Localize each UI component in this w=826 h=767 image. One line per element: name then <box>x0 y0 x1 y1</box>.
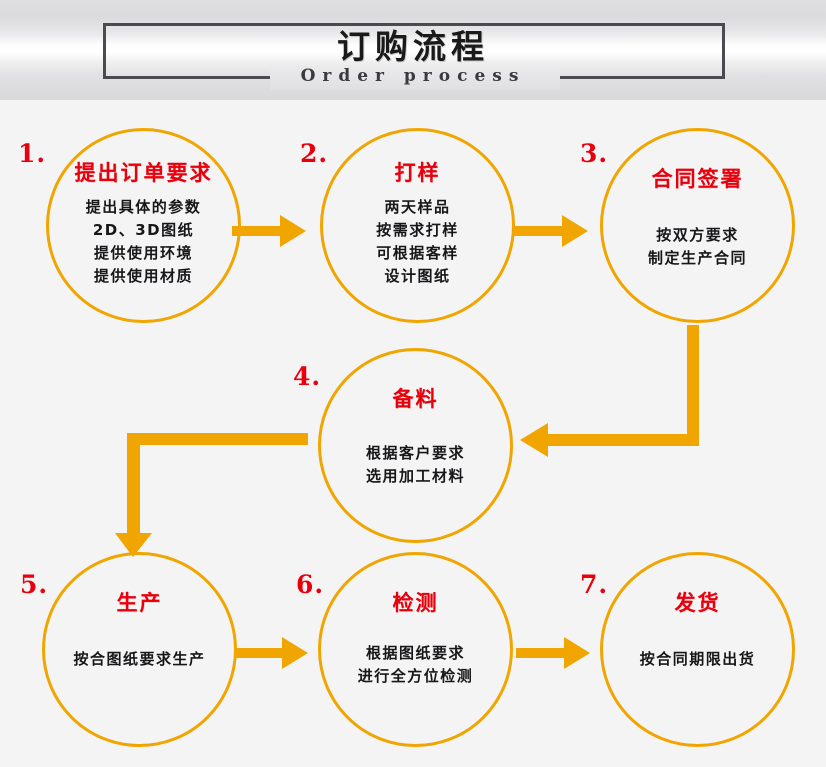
arrow-step1-to-step2 <box>232 215 306 247</box>
step-line-3-1: 按双方要求 <box>656 226 739 244</box>
step-number-3: 3. <box>580 139 609 168</box>
step-line-5-1: 按合图纸要求生产 <box>73 650 206 668</box>
step-node-7[interactable]: 发货 按合同期限出货 <box>600 552 795 747</box>
step-number-5: 5. <box>20 570 49 599</box>
step-line-6-1: 根据图纸要求 <box>365 644 465 662</box>
step-line-2-1: 两天样品 <box>384 198 451 216</box>
step-line-4-1: 根据客户要求 <box>365 444 465 462</box>
step-line-2-3: 可根据客样 <box>376 243 459 262</box>
step-title-3: 合同签署 <box>651 167 744 191</box>
step-line-4-2: 选用加工材料 <box>365 466 465 485</box>
arrow-step4-to-step5 <box>115 433 308 557</box>
step-title-4: 备料 <box>392 387 439 411</box>
step-number-7: 7. <box>580 570 609 599</box>
step-line-6-2: 进行全方位检测 <box>357 666 474 685</box>
step-number-2: 2. <box>300 139 329 168</box>
arrow-step3-to-step4 <box>520 325 699 457</box>
step-number-6: 6. <box>296 570 325 599</box>
step-node-5[interactable]: 生产 按合图纸要求生产 <box>42 552 237 747</box>
step-title-1: 提出订单要求 <box>74 161 213 185</box>
header-frame-gap <box>270 68 560 90</box>
step-node-4[interactable]: 备料 根据客户要求 选用加工材料 <box>318 348 513 543</box>
arrow-step6-to-step7 <box>516 637 590 669</box>
arrow-step2-to-step3 <box>514 215 588 247</box>
step-title-6: 检测 <box>392 591 439 615</box>
step-line-7-1: 按合同期限出货 <box>639 650 756 668</box>
step-title-7: 发货 <box>674 591 721 615</box>
step-line-1-4: 提供使用材质 <box>93 266 193 285</box>
step-number-1: 1. <box>18 139 47 168</box>
step-node-2[interactable]: 打样 两天样品 按需求打样 可根据客样 设计图纸 <box>320 128 515 323</box>
step-line-2-2: 按需求打样 <box>376 220 459 239</box>
arrow-step5-to-step6 <box>234 637 308 669</box>
page-subtitle: Order process <box>300 66 526 86</box>
page-title: 订购流程 <box>337 27 489 66</box>
step-line-2-4: 设计图纸 <box>384 266 451 285</box>
step-title-2: 打样 <box>394 161 441 185</box>
step-title-5: 生产 <box>116 591 163 615</box>
step-line-1-2: 2D、3D图纸 <box>92 220 195 239</box>
step-line-1-1: 提出具体的参数 <box>85 198 202 216</box>
step-node-1[interactable]: 提出订单要求 提出具体的参数 2D、3D图纸 提供使用环境 提供使用材质 <box>46 128 241 323</box>
step-node-3[interactable]: 合同签署 按双方要求 制定生产合同 <box>600 128 795 323</box>
step-number-4: 4. <box>293 362 322 391</box>
step-node-6[interactable]: 检测 根据图纸要求 进行全方位检测 <box>318 552 513 747</box>
step-line-3-2: 制定生产合同 <box>647 248 747 267</box>
step-line-1-3: 提供使用环境 <box>93 243 193 262</box>
